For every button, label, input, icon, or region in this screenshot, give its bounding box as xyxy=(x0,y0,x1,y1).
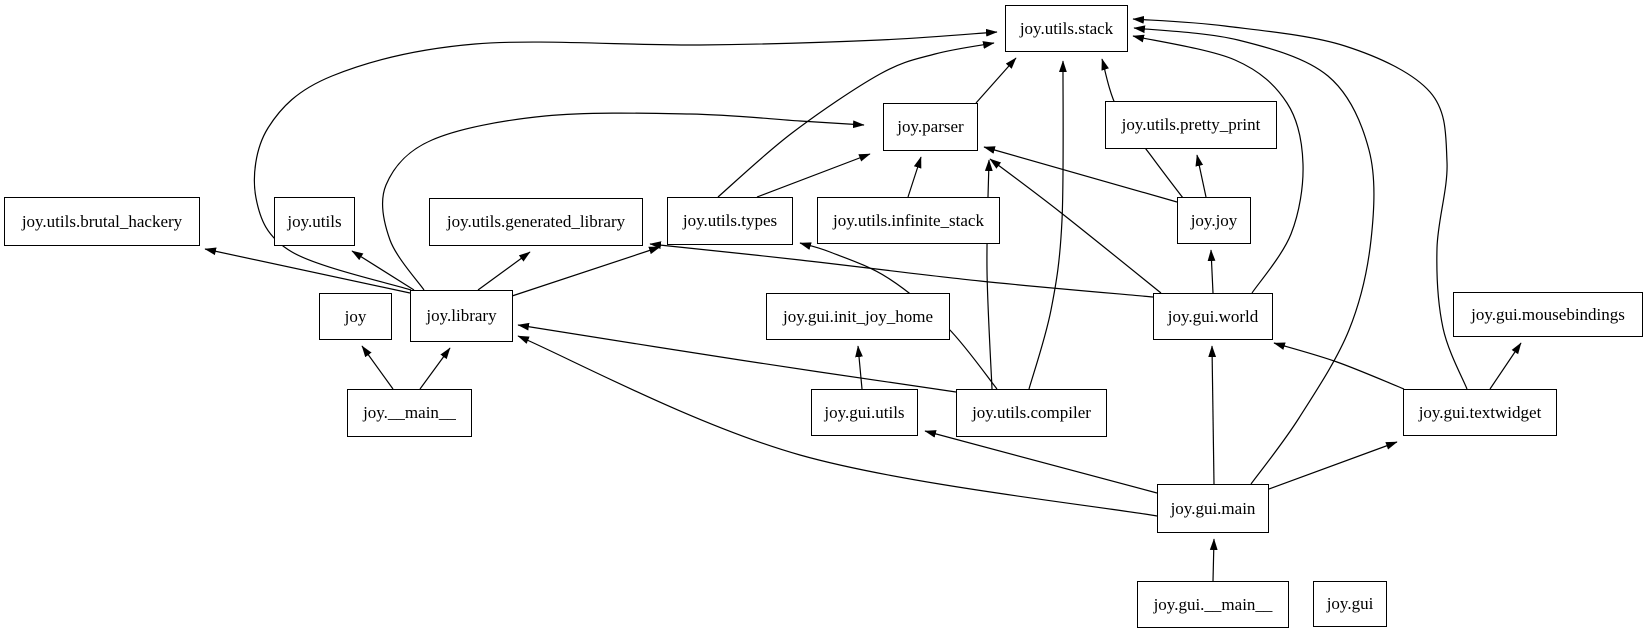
node-joy-utils-stack: joy.utils.stack xyxy=(1005,5,1128,52)
edge-joy-gui-utils-to-joy-gui-init-joy-home xyxy=(855,345,863,390)
edge-joy-utils-types-to-joy-utils-stack xyxy=(717,41,995,198)
edge-joy-gui-textwidget-to-joy-gui-mousebindings xyxy=(1489,342,1522,390)
edge-joy-utils-compiler-to-joy-utils-types xyxy=(799,242,998,390)
node-joy-gui-init-joy-home: joy.gui.init_joy_home xyxy=(766,293,950,340)
edge-joy-gui-main-module-to-joy-gui-main xyxy=(1209,538,1218,582)
edge-joy-utils-compiler-to-joy-utils-stack xyxy=(1028,60,1067,390)
node-joy-gui-textwidget: joy.gui.textwidget xyxy=(1403,389,1557,436)
node-joy-gui-world: joy.gui.world xyxy=(1153,293,1273,340)
node-joy-utils-infinite-stack: joy.utils.infinite_stack xyxy=(817,197,1000,244)
edge-joy-library-to-joy-parser xyxy=(381,112,865,291)
edge-joy-library-to-joy-utils xyxy=(351,250,415,291)
edge-joy-gui-main-to-joy-gui-utils xyxy=(924,430,1158,494)
edge-joy-gui-world-to-joy-parser xyxy=(989,158,1162,294)
node-joy-gui-main-module: joy.gui.__main__ xyxy=(1137,581,1289,628)
node-joy-utils-pretty-print: joy.utils.pretty_print xyxy=(1105,101,1277,149)
node-joy-gui: joy.gui xyxy=(1313,581,1387,627)
node-joy-library: joy.library xyxy=(410,290,513,342)
edge-joy-joy-to-joy-parser xyxy=(983,146,1178,203)
node-joy-joy: joy.joy xyxy=(1177,197,1251,244)
edge-joy-library-to-joy-utils-generated-library xyxy=(477,251,531,291)
edge-joy-gui-textwidget-to-joy-gui-world xyxy=(1273,342,1405,390)
node-joy-gui-mousebindings: joy.gui.mousebindings xyxy=(1453,292,1643,337)
edge-joy-gui-world-to-joy-joy xyxy=(1207,249,1216,294)
edge-joy-main-to-joy xyxy=(361,345,394,390)
node-joy-gui-utils: joy.gui.utils xyxy=(811,389,918,436)
node-joy-utils: joy.utils xyxy=(274,197,355,246)
edge-joy-gui-world-to-joy-utils-stack xyxy=(1132,34,1304,294)
node-joy-utils-brutal-hackery: joy.utils.brutal_hackery xyxy=(4,197,200,246)
node-joy-parser: joy.parser xyxy=(883,103,978,151)
node-joy-utils-generated-library: joy.utils.generated_library xyxy=(429,198,643,246)
edge-joy-library-to-joy-utils-types xyxy=(511,246,661,297)
node-joy-gui-main: joy.gui.main xyxy=(1157,484,1269,533)
edge-joy-library-to-joy-utils-brutal-hackery xyxy=(204,247,411,294)
edge-joy-joy-to-joy-utils-pretty-print xyxy=(1195,154,1207,198)
edge-joy-library-to-joy-utils-stack xyxy=(253,28,998,291)
edge-joy-gui-textwidget-to-joy-utils-stack xyxy=(1132,15,1468,390)
edge-joy-utils-compiler-to-joy-parser xyxy=(984,159,993,390)
edge-joy-gui-main-to-joy-utils-stack xyxy=(1133,25,1375,485)
node-joy-main: joy.__main__ xyxy=(347,389,472,437)
edge-joy-utils-compiler-to-joy-library xyxy=(517,322,957,393)
edge-joy-main-to-joy-library xyxy=(419,347,451,390)
edge-joy-gui-main-to-joy-gui-world xyxy=(1208,345,1217,485)
node-joy-utils-types: joy.utils.types xyxy=(667,197,793,245)
edge-joy-utils-types-to-joy-parser xyxy=(756,153,871,198)
edge-joy-parser-to-joy-utils-stack xyxy=(975,57,1017,104)
edge-joy-gui-main-to-joy-gui-textwidget xyxy=(1268,441,1398,490)
edge-joy-gui-main-to-joy-library xyxy=(517,335,1158,517)
edge-joy-utils-infinite-stack-to-joy-parser xyxy=(907,156,922,198)
node-joy-utils-compiler: joy.utils.compiler xyxy=(956,389,1107,437)
edge-joy-gui-world-to-joy-utils-generated-library xyxy=(649,241,1154,298)
node-joy: joy xyxy=(319,293,392,340)
